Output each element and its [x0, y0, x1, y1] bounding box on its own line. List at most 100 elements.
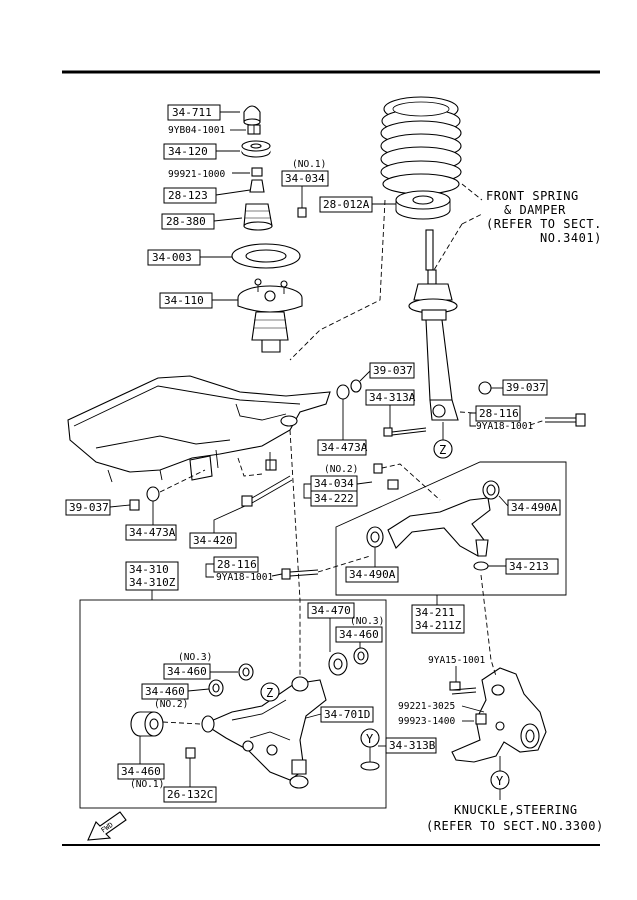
bushing-illustration	[208, 663, 254, 697]
part-box-39-037-center[interactable]	[369, 362, 415, 379]
upper-arm-group-box	[335, 461, 567, 596]
part-box-34-460-right[interactable]	[335, 626, 383, 643]
part-label-34-211z: 34-211Z	[415, 619, 462, 632]
small-nut-illustration	[475, 713, 487, 725]
part-box-34-711[interactable]	[167, 104, 221, 121]
part-label-34-003: 34-003	[152, 251, 192, 264]
part-box-34-110[interactable]	[159, 292, 213, 309]
nut-illustration	[360, 761, 380, 771]
marker-z-upper-label: Z	[439, 443, 447, 457]
part-label-99923-1400: 99923-1400	[398, 716, 455, 727]
marker-y-lower-label: Y	[366, 732, 374, 746]
part-label-34-222: 34-222	[314, 492, 354, 505]
part-label-26-132c: 26-132C	[167, 788, 213, 801]
part-label-34-034-mid: 34-034	[314, 477, 354, 490]
part-label-99921-1000: 99921-1000	[168, 169, 225, 180]
part-label-34-711: 34-711	[172, 106, 212, 119]
part-box-34-490a-right[interactable]	[507, 499, 561, 516]
note-no1-low: (NO.1)	[130, 779, 164, 790]
part-box-34-313b[interactable]	[385, 737, 437, 754]
part-label-9ya15-1001: 9YA15-1001	[428, 655, 485, 666]
nut-illustration	[247, 124, 261, 135]
part-box-39-037-right[interactable]	[502, 379, 548, 396]
part-box-34-460-c[interactable]	[141, 683, 189, 700]
crossmember-illustration	[67, 375, 331, 483]
part-label-34-213: 34-213	[509, 560, 549, 573]
part-label-34-034-top: 34-034	[285, 172, 325, 185]
bump-stopper-illustration	[243, 203, 273, 231]
bearing-illustration	[241, 140, 271, 158]
steering-knuckle-illustration	[451, 667, 547, 763]
part-label-34-460-c: 34-460	[145, 685, 185, 698]
part-box-28-116-right[interactable]	[475, 405, 521, 422]
part-box-28-116-left[interactable]	[213, 556, 259, 573]
part-label-39-037-center: 39-037	[373, 364, 413, 377]
part-label-39-037-left: 39-037	[69, 501, 109, 514]
part-box-34-701d[interactable]	[320, 706, 374, 723]
part-box-34-003[interactable]	[147, 249, 201, 266]
forward-arrow-icon: FWD	[87, 811, 127, 841]
part-label-34-313b: 34-313B	[389, 739, 436, 752]
spacer-illustration	[249, 179, 265, 193]
part-box-34-473a-left[interactable]	[125, 524, 177, 541]
part-label-34-310: 34-310	[129, 563, 169, 576]
part-box-28-012a[interactable]	[319, 196, 373, 213]
washer-illustration	[336, 384, 350, 400]
part-label-34-120: 34-120	[168, 145, 208, 158]
part-label-34-211: 34-211	[415, 606, 455, 619]
front-spring-label-line2: & DAMPER	[504, 203, 566, 217]
washer-illustration	[350, 379, 362, 393]
part-box-34-420[interactable]	[189, 532, 237, 549]
marker-z-lower	[260, 682, 280, 702]
part-label-34-313a: 34-313A	[369, 391, 416, 404]
part-label-28-380: 28-380	[166, 215, 206, 228]
washer-illustration	[146, 486, 160, 502]
note-no1-top: (NO.1)	[292, 159, 326, 170]
part-label-34-420: 34-420	[193, 534, 233, 547]
knuckle-label-line2: (REFER TO SECT.NO.3300)	[426, 819, 604, 833]
part-box-34-213[interactable]	[505, 558, 559, 575]
front-spring-label-line3: (REFER TO SECT.	[486, 217, 602, 231]
front-spring-label-line4: NO.3401)	[540, 231, 602, 245]
lower-arm-group-box	[79, 599, 387, 809]
marker-y-knuckle-label: Y	[496, 774, 504, 788]
note-no2-low: (NO.2)	[154, 699, 188, 710]
part-label-9ya18-1001-right: 9YA18-1001	[476, 421, 533, 432]
part-box-34-222[interactable]	[310, 490, 358, 507]
part-box-28-123[interactable]	[163, 187, 217, 204]
damper-illustration	[408, 229, 459, 421]
upper-arm-illustration	[366, 480, 500, 571]
part-box-34-460-d[interactable]	[117, 763, 165, 780]
washer-illustration	[478, 381, 492, 395]
part-box-34-490a-left[interactable]	[345, 566, 399, 583]
lower-arm-illustration	[201, 676, 327, 789]
coil-spring-illustration	[380, 96, 462, 195]
part-box-34-473a-center[interactable]	[317, 439, 367, 456]
part-label-34-473a-left: 34-473A	[129, 526, 176, 539]
part-box-34-470[interactable]	[307, 602, 355, 619]
note-no2-mid: (NO.2)	[324, 464, 358, 475]
bolt-illustration	[281, 568, 319, 580]
part-box-34-034-top[interactable]	[281, 170, 329, 187]
part-box-28-380[interactable]	[161, 213, 215, 230]
small-nut-illustration	[129, 499, 140, 511]
part-label-34-701d: 34-701D	[324, 708, 370, 721]
part-box-34-120[interactable]	[163, 143, 217, 160]
part-label-34-490a-left: 34-490A	[349, 568, 396, 581]
part-label-34-473a-center: 34-473A	[321, 441, 368, 454]
bolt-illustration	[383, 427, 427, 437]
bolt-illustration	[449, 681, 477, 695]
insulator-plate-illustration	[231, 243, 301, 269]
part-label-34-460-d: 34-460	[121, 765, 161, 778]
knuckle-label-line1: KNUCKLE,STEERING	[454, 803, 578, 817]
part-box-34-211[interactable]	[411, 604, 465, 634]
part-box-39-037-left[interactable]	[65, 499, 111, 516]
front-spring-label-line1: FRONT SPRING	[486, 189, 579, 203]
mounting-block-illustration	[237, 278, 303, 353]
part-label-34-310z: 34-310Z	[129, 576, 176, 589]
part-box-34-460-a[interactable]	[163, 663, 211, 680]
washer-illustration	[251, 167, 263, 177]
bushing-illustration	[328, 647, 369, 676]
part-label-34-110: 34-110	[164, 294, 204, 307]
